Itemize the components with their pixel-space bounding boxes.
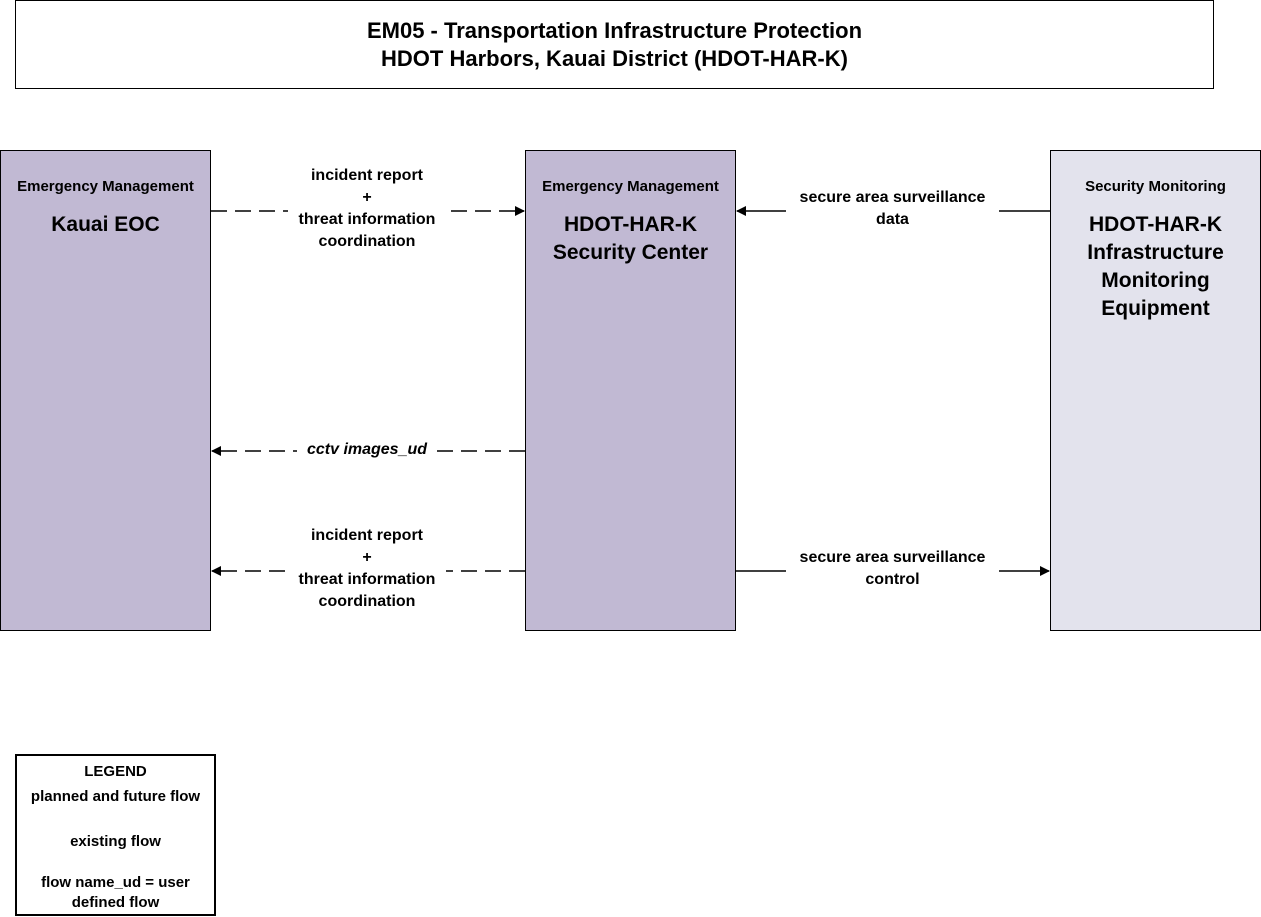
legend-title: LEGEND [84, 763, 147, 780]
flow-label-cctv-images: cctv images_ud [297, 439, 437, 461]
flow-label-line: coordination [318, 593, 416, 610]
node-name-line: Monitoring [1101, 269, 1210, 292]
node-name-line: Equipment [1101, 297, 1210, 320]
title-line-1: EM05 - Transportation Infrastructure Pro… [366, 18, 863, 43]
node-name: HDOT-HAR-K Infrastructure Monitoring Equ… [1051, 211, 1260, 323]
node-category: Emergency Management [17, 178, 194, 195]
flow-label-incident-report-to-center: incident report + threat information coo… [288, 165, 446, 253]
legend-ud-label-line-1: flow name_ud = user [41, 874, 190, 891]
node-name-line: Infrastructure [1087, 241, 1224, 264]
node-name: Kauai EOC [51, 213, 160, 236]
flow-label-line: secure area surveillance [799, 189, 986, 206]
flow-label-line: incident report [310, 167, 423, 184]
flow-label-incident-report-to-eoc: incident report + threat information coo… [288, 525, 446, 613]
flow-label-line: threat information [298, 571, 436, 588]
node-name: HDOT-HAR-K Security Center [526, 211, 735, 267]
flow-label-line: data [876, 211, 909, 228]
flow-label-line: + [362, 189, 372, 206]
flow-label-line: + [362, 549, 372, 566]
legend-ud-label-line-2: defined flow [71, 894, 160, 911]
flow-label-line: incident report [310, 527, 423, 544]
node-security-center: Emergency Management HDOT-HAR-K Security… [525, 150, 736, 631]
node-kauai-eoc: Emergency Management Kauai EOC [0, 150, 211, 631]
title-line-2: HDOT Harbors, Kauai District (HDOT-HAR-K… [381, 46, 848, 71]
legend-planned-label: planned and future flow [30, 788, 201, 805]
legend: LEGEND planned and future flow existing … [15, 754, 216, 916]
node-monitoring-equipment: Security Monitoring HDOT-HAR-K Infrastru… [1050, 150, 1261, 631]
flow-label-surveillance-control: secure area surveillance control [786, 547, 999, 591]
flow-label-line: threat information [298, 211, 436, 228]
node-name-line: HDOT-HAR-K [1089, 213, 1222, 236]
flow-label-line: coordination [318, 233, 416, 250]
flow-label-line: secure area surveillance [799, 549, 986, 566]
node-name-line: Security Center [552, 241, 709, 264]
flow-label-line: cctv images_ud [306, 441, 428, 458]
node-category: Security Monitoring [1085, 178, 1226, 195]
node-category: Emergency Management [542, 178, 719, 195]
legend-existing-label: existing flow [70, 833, 161, 850]
node-name-line: HDOT-HAR-K [564, 213, 697, 236]
diagram-title: EM05 - Transportation Infrastructure Pro… [15, 0, 1214, 89]
flow-label-line: control [865, 571, 920, 588]
flow-label-surveillance-data: secure area surveillance data [786, 187, 999, 231]
